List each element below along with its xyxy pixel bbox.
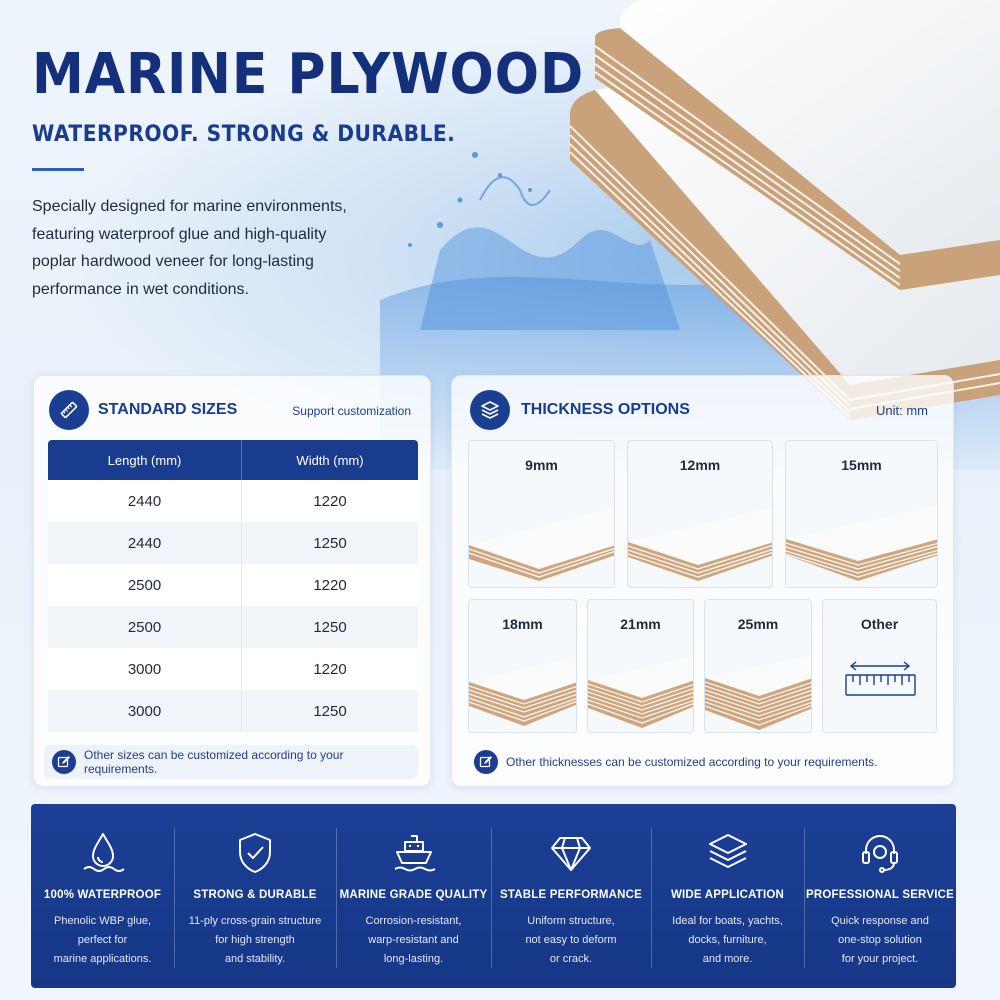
width-cell: 1250: [241, 522, 418, 564]
customization-note: Support customization: [292, 404, 411, 418]
table-row: 3000 1220: [48, 648, 418, 690]
table-row: 2440 1220: [48, 480, 418, 522]
width-cell: 1220: [241, 480, 418, 522]
feature-divider: [491, 828, 492, 968]
thickness-label: 25mm: [737, 616, 779, 632]
sizes-footnote-text: Other sizes can be customized according …: [84, 748, 344, 776]
thickness-label: Other: [860, 616, 899, 632]
features-bar: 100% WATERPROOF Phenolic WBP glue, perfe…: [31, 804, 956, 988]
ship-icon: [393, 835, 436, 872]
plywood-section-icon: [469, 656, 576, 726]
layers-icon: [708, 834, 747, 868]
length-cell: 3000: [48, 690, 243, 732]
thickness-option-18mm[interactable]: 18mm: [468, 599, 577, 733]
feature-description: Phenolic WBP glue, perfect for marine ap…: [53, 915, 152, 965]
plywood-section-icon: [588, 656, 693, 728]
title-divider: [32, 168, 84, 171]
standard-sizes-card: STANDARD SIZES Support customization Len…: [33, 375, 431, 787]
sizes-footnote: Other sizes can be customized according …: [44, 745, 418, 779]
feature-title: 100% WATERPROOF: [43, 889, 162, 901]
feature-description: Ideal for boats, yachts, docks, furnitur…: [672, 915, 783, 965]
standard-sizes-title: STANDARD SIZES: [98, 401, 238, 418]
length-cell: 2500: [48, 606, 243, 648]
thickness-label: 18mm: [502, 616, 543, 632]
intro-description: Specially designed for marine environmen…: [32, 198, 347, 298]
headset-icon: [862, 835, 898, 873]
feature-divider: [174, 828, 175, 968]
feature-waterproof: 100% WATERPROOF Phenolic WBP glue, perfe…: [31, 804, 174, 988]
feature-description: Corrosion-resistant, warp-resistant and …: [365, 915, 462, 965]
feature-marine-grade: MARINE GRADE QUALITY Corrosion-resistant…: [336, 804, 491, 988]
width-cell: 1220: [241, 648, 418, 690]
column-header-length: Length (mm): [48, 440, 243, 480]
length-cell: 2440: [48, 480, 243, 522]
thickness-label: 21mm: [620, 616, 661, 632]
feature-description: Uniform structure, not easy to deform or…: [525, 915, 617, 965]
thickness-options-card: THICKNESS OPTIONS Unit: mm 9mm 12mm 15mm: [451, 375, 954, 787]
thickness-option-9mm[interactable]: 9mm: [468, 440, 615, 588]
page-subtitle: WATERPROOF. STRONG & DURABLE.: [32, 122, 456, 147]
thickness-option-25mm[interactable]: 25mm: [704, 599, 812, 733]
plywood-section-icon: [628, 507, 772, 581]
feature-divider: [651, 828, 652, 968]
feature-strong-durable: STRONG & DURABLE 11-ply cross-grain stru…: [174, 804, 336, 988]
feature-title: STRONG & DURABLE: [193, 889, 317, 901]
measure-ruler-icon: [845, 661, 916, 696]
thickness-label: 15mm: [841, 457, 882, 473]
feature-professional-service: PROFESSIONAL SERVICE Quick response and …: [804, 804, 956, 988]
thickness-option-12mm[interactable]: 12mm: [627, 440, 773, 588]
table-row: 2440 1250: [48, 522, 418, 564]
thickness-options-title: THICKNESS OPTIONS: [521, 401, 690, 418]
width-cell: 1250: [241, 690, 418, 732]
feature-wide-application: WIDE APPLICATION Ideal for boats, yachts…: [651, 804, 804, 988]
feature-title: STABLE PERFORMANCE: [499, 889, 643, 901]
feature-divider: [336, 828, 337, 968]
page-title: MARINE PLYWOOD: [32, 42, 585, 107]
feature-description: 11-ply cross-grain structure for high st…: [188, 915, 322, 965]
feature-description: Quick response and one-stop solution for…: [831, 915, 929, 965]
thickness-label: 12mm: [679, 457, 721, 473]
ruler-icon: [49, 390, 89, 430]
feature-divider: [804, 828, 805, 968]
feature-title: WIDE APPLICATION: [670, 889, 785, 901]
thickness-option-15mm[interactable]: 15mm: [785, 440, 938, 588]
thickness-option-other[interactable]: Other: [822, 599, 937, 733]
length-cell: 2500: [48, 564, 243, 606]
width-cell: 1220: [241, 564, 418, 606]
width-cell: 1250: [241, 606, 418, 648]
plywood-section-icon: [705, 655, 811, 730]
unit-label: Unit: mm: [876, 403, 928, 418]
thickness-footnote-text: Other thicknesses can be customized acco…: [506, 755, 878, 769]
diamond-icon: [551, 837, 591, 871]
feature-stable-performance: STABLE PERFORMANCE Uniform structure, no…: [491, 804, 651, 988]
plywood-section-icon: [786, 505, 937, 581]
table-header-row: Length (mm) Width (mm): [48, 440, 418, 480]
plywood-section-icon: [469, 507, 614, 581]
edit-icon: [52, 750, 76, 774]
table-row: 2500 1250: [48, 606, 418, 648]
thickness-label: 9mm: [525, 457, 558, 473]
thickness-footnote: Other thicknesses can be customized acco…: [466, 745, 941, 779]
length-cell: 3000: [48, 648, 243, 690]
table-row: 2500 1220: [48, 564, 418, 606]
shield-check-icon: [239, 833, 271, 873]
thickness-option-21mm[interactable]: 21mm: [587, 599, 694, 733]
feature-title: PROFESSIONAL SERVICE: [806, 889, 954, 901]
length-cell: 2440: [48, 522, 243, 564]
table-row: 3000 1250: [48, 690, 418, 732]
feature-title: MARINE GRADE QUALITY: [339, 889, 488, 901]
water-drop-icon: [82, 833, 125, 872]
layers-icon: [470, 390, 510, 430]
edit-icon: [474, 750, 498, 774]
sizes-table: Length (mm) Width (mm) 2440 1220 2440 12…: [48, 440, 418, 732]
column-header-width: Width (mm): [241, 440, 418, 480]
